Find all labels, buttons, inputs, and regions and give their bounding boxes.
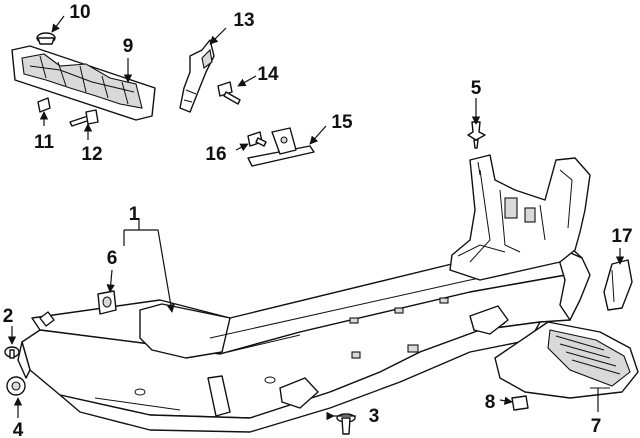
leader-lines [7,15,625,421]
callout-15: 15 [331,112,353,133]
callout-5: 5 [471,78,482,99]
callout-6: 6 [107,248,118,269]
callout-2: 2 [3,306,14,327]
part-9-absorber [11,45,156,121]
callout-8: 8 [485,392,496,413]
callout-13: 13 [233,10,254,31]
callout-16: 16 [205,144,226,165]
part-16-bolt [247,131,267,147]
callout-4: 4 [13,420,24,438]
callout-1: 1 [129,204,140,225]
callout-10: 10 [69,2,90,23]
part-15-hinge [247,127,315,167]
callout-17: 17 [611,226,632,247]
part-14-bolt [217,81,241,105]
callout-9: 9 [123,36,134,57]
part-10-nut [36,32,56,45]
part-4-nut [6,376,26,396]
part-8-clip [511,395,529,411]
callout-3: 3 [369,406,380,427]
part-12-bolt [69,109,99,127]
callout-labels: 1 2 3 4 5 6 7 8 9 10 11 12 13 14 15 16 1… [3,2,633,438]
part-6-pad [97,290,117,315]
part-7-step-pad [494,321,639,399]
part-11-clip [37,97,51,113]
bumper-bracket [449,154,591,281]
callout-12: 12 [81,144,102,165]
part-2-bolt [4,346,20,359]
part-17-cap [603,259,633,311]
callout-7: 7 [591,416,602,437]
part-3-clip [336,413,356,435]
part-5-pin [467,121,486,149]
callout-11: 11 [34,132,55,153]
callout-14: 14 [257,64,279,85]
part-13-bracket [179,39,215,113]
